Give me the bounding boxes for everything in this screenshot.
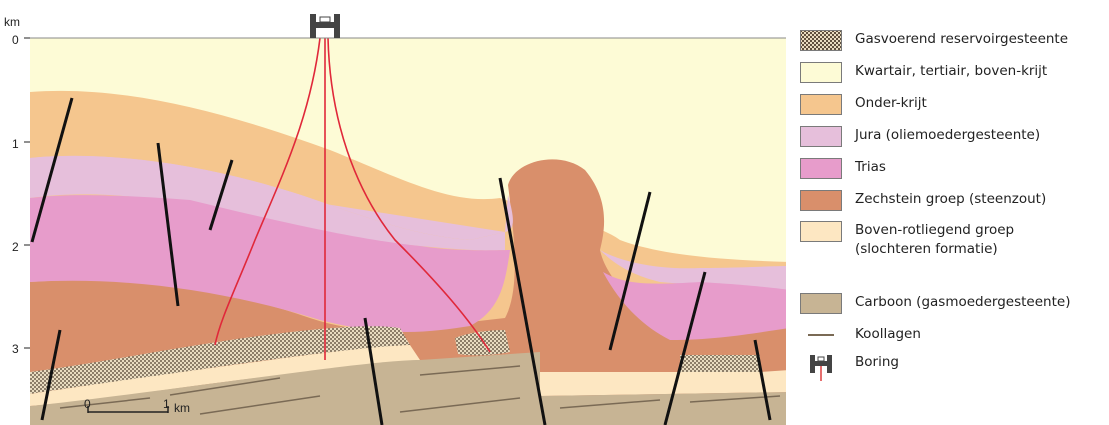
legend-item: Kwartair, tertiair, boven-krijt bbox=[800, 62, 1105, 83]
legend-item: Koollagen bbox=[800, 325, 1105, 346]
legend-label: Trias bbox=[855, 158, 886, 177]
depth-tick-3: 3 bbox=[12, 342, 19, 356]
legend-label: Gasvoerend reservoirgesteente bbox=[855, 30, 1068, 49]
scale-unit: km bbox=[174, 401, 190, 415]
legend-item: Jura (oliemoedergesteente) bbox=[800, 126, 1105, 147]
scale-end: 1 bbox=[163, 397, 170, 411]
legend-label: Zechstein groep (steenzout) bbox=[855, 190, 1046, 209]
legend-item: Onder-krijt bbox=[800, 94, 1105, 115]
depth-tick-0: 0 bbox=[12, 33, 19, 47]
layer-reservoir-3 bbox=[680, 355, 760, 372]
legend-item: Gasvoerend reservoirgesteente bbox=[800, 30, 1105, 51]
legend-item: Boven-rotliegend groep (slochteren forma… bbox=[800, 221, 1105, 259]
legend-swatch bbox=[800, 62, 842, 83]
legend-swatch bbox=[800, 190, 842, 211]
legend-label: Boring bbox=[855, 353, 899, 372]
legend-item: Carboon (gasmoedergesteente) bbox=[800, 293, 1105, 314]
legend-item: Boring bbox=[800, 353, 1105, 381]
legend-label: Carboon (gasmoedergesteente) bbox=[855, 293, 1070, 312]
depth-tick-2: 2 bbox=[12, 240, 19, 254]
depth-unit: km bbox=[4, 15, 20, 29]
depth-tick-1: 1 bbox=[12, 137, 19, 151]
legend-label: Jura (oliemoedergesteente) bbox=[855, 126, 1040, 145]
legend-label: Koollagen bbox=[855, 325, 921, 344]
geological-cross-section: km 0 1 2 3 0 1 km bbox=[0, 0, 790, 425]
drilling-rig-icon bbox=[310, 14, 340, 38]
boring-icon bbox=[800, 353, 842, 381]
legend-label: Boven-rotliegend groep (slochteren forma… bbox=[855, 221, 1014, 259]
legend-swatch bbox=[800, 126, 842, 147]
legend-item: Trias bbox=[800, 158, 1105, 179]
koollagen-line-icon bbox=[800, 325, 842, 346]
scale-start: 0 bbox=[84, 397, 91, 411]
legend-swatch bbox=[800, 30, 842, 51]
legend-label: Kwartair, tertiair, boven-krijt bbox=[855, 62, 1047, 81]
legend-label: Onder-krijt bbox=[855, 94, 927, 113]
legend-item: Zechstein groep (steenzout) bbox=[800, 190, 1105, 211]
legend-swatch bbox=[800, 293, 842, 314]
legend-swatch bbox=[800, 158, 842, 179]
depth-ticks bbox=[24, 38, 30, 348]
legend-swatch bbox=[800, 94, 842, 115]
legend-swatch bbox=[800, 221, 842, 242]
